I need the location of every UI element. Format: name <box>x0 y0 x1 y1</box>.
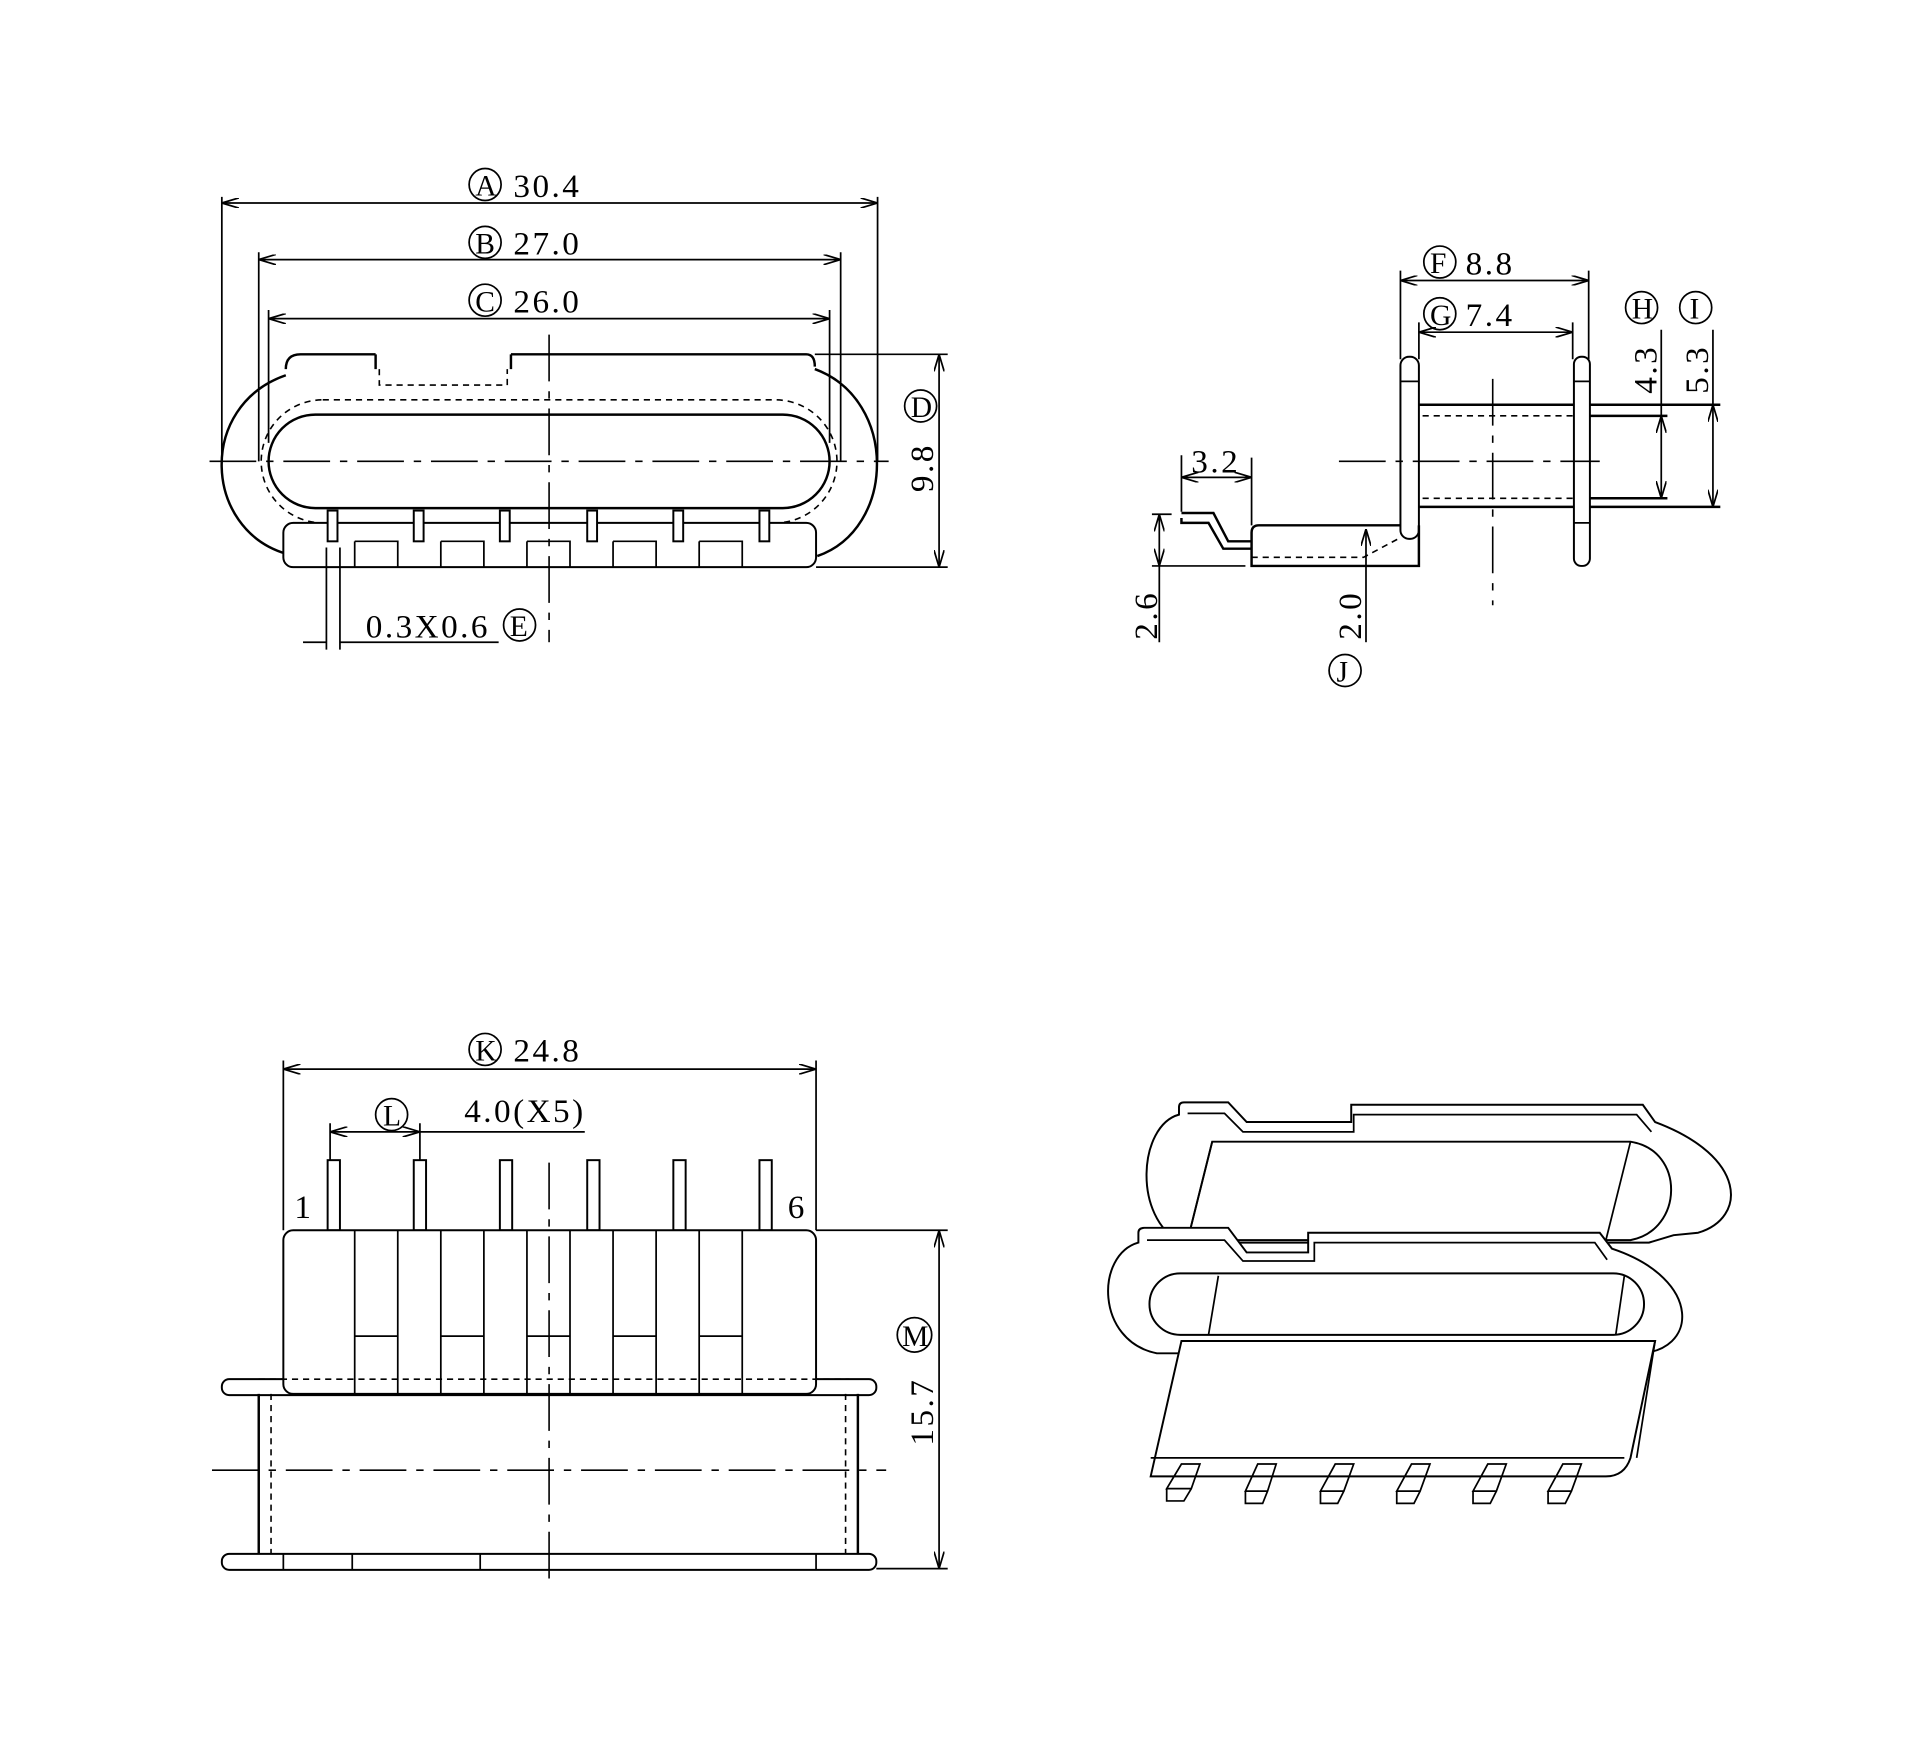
front-view: A 30.4 B 27.0 C 26.0 D 9.8 0.3X0.6 E <box>209 167 948 650</box>
svg-text:I: I <box>1690 294 1700 326</box>
pins-front <box>326 509 771 568</box>
svg-text:8.8: 8.8 <box>1466 245 1515 282</box>
label-m: M 15.7 <box>896 1316 941 1446</box>
svg-text:G: G <box>1430 300 1451 332</box>
svg-text:F: F <box>1430 248 1446 280</box>
label-h: H 4.3 <box>1624 290 1664 394</box>
label-b: B 27.0 <box>468 225 581 263</box>
svg-text:M: M <box>902 1321 928 1353</box>
label-i: I 5.3 <box>1678 290 1716 394</box>
svg-text:L: L <box>383 1101 401 1133</box>
bottom-view: K 24.8 L 4.0(X5) 1 6 M 15.7 <box>211 1032 948 1584</box>
svg-text:27.0: 27.0 <box>513 226 581 263</box>
svg-text:15.7: 15.7 <box>904 1378 941 1446</box>
svg-text:B: B <box>475 228 495 260</box>
svg-text:9.8: 9.8 <box>904 443 941 492</box>
dim-lead-height: 2.6 <box>1128 591 1165 640</box>
svg-text:24.8: 24.8 <box>513 1033 581 1070</box>
svg-text:7.4: 7.4 <box>1466 297 1515 334</box>
label-c: C 26.0 <box>468 283 581 320</box>
label-j: 2.0 J <box>1328 591 1369 689</box>
svg-text:H: H <box>1632 294 1653 326</box>
svg-text:4.0(X5): 4.0(X5) <box>464 1093 585 1130</box>
svg-text:J: J <box>1336 657 1348 689</box>
svg-text:A: A <box>475 171 497 203</box>
svg-text:5.3: 5.3 <box>1679 345 1716 394</box>
label-g: G 7.4 <box>1422 296 1515 334</box>
label-f: F 8.8 <box>1422 245 1515 282</box>
label-l: L 4.0(X5) <box>374 1093 585 1133</box>
iso-pins <box>1165 1463 1583 1505</box>
side-view: F 8.8 G 7.4 3.2 2.6 2.0 J H 4.3 I 5.3 <box>1128 245 1721 689</box>
svg-text:C: C <box>475 286 495 318</box>
pin-label-6: 6 <box>788 1189 807 1226</box>
dim-lead-length: 3.2 <box>1191 443 1240 480</box>
label-e: 0.3X0.6 E <box>366 608 537 645</box>
svg-text:K: K <box>475 1036 497 1068</box>
svg-text:E: E <box>510 611 528 643</box>
svg-text:2.0: 2.0 <box>1332 591 1369 640</box>
svg-text:4.3: 4.3 <box>1627 345 1664 394</box>
svg-text:0.3X0.6: 0.3X0.6 <box>366 608 490 645</box>
label-k: K 24.8 <box>468 1032 581 1070</box>
pin-label-1: 1 <box>294 1189 313 1226</box>
label-d: D 9.8 <box>903 389 941 492</box>
svg-text:26.0: 26.0 <box>513 283 581 320</box>
connector-outline <box>284 353 817 370</box>
svg-text:D: D <box>911 392 932 424</box>
svg-text:30.4: 30.4 <box>513 168 581 205</box>
isometric-view <box>1107 1101 1732 1505</box>
pins-bottom <box>326 1159 773 1232</box>
label-a: A 30.4 <box>468 167 581 205</box>
